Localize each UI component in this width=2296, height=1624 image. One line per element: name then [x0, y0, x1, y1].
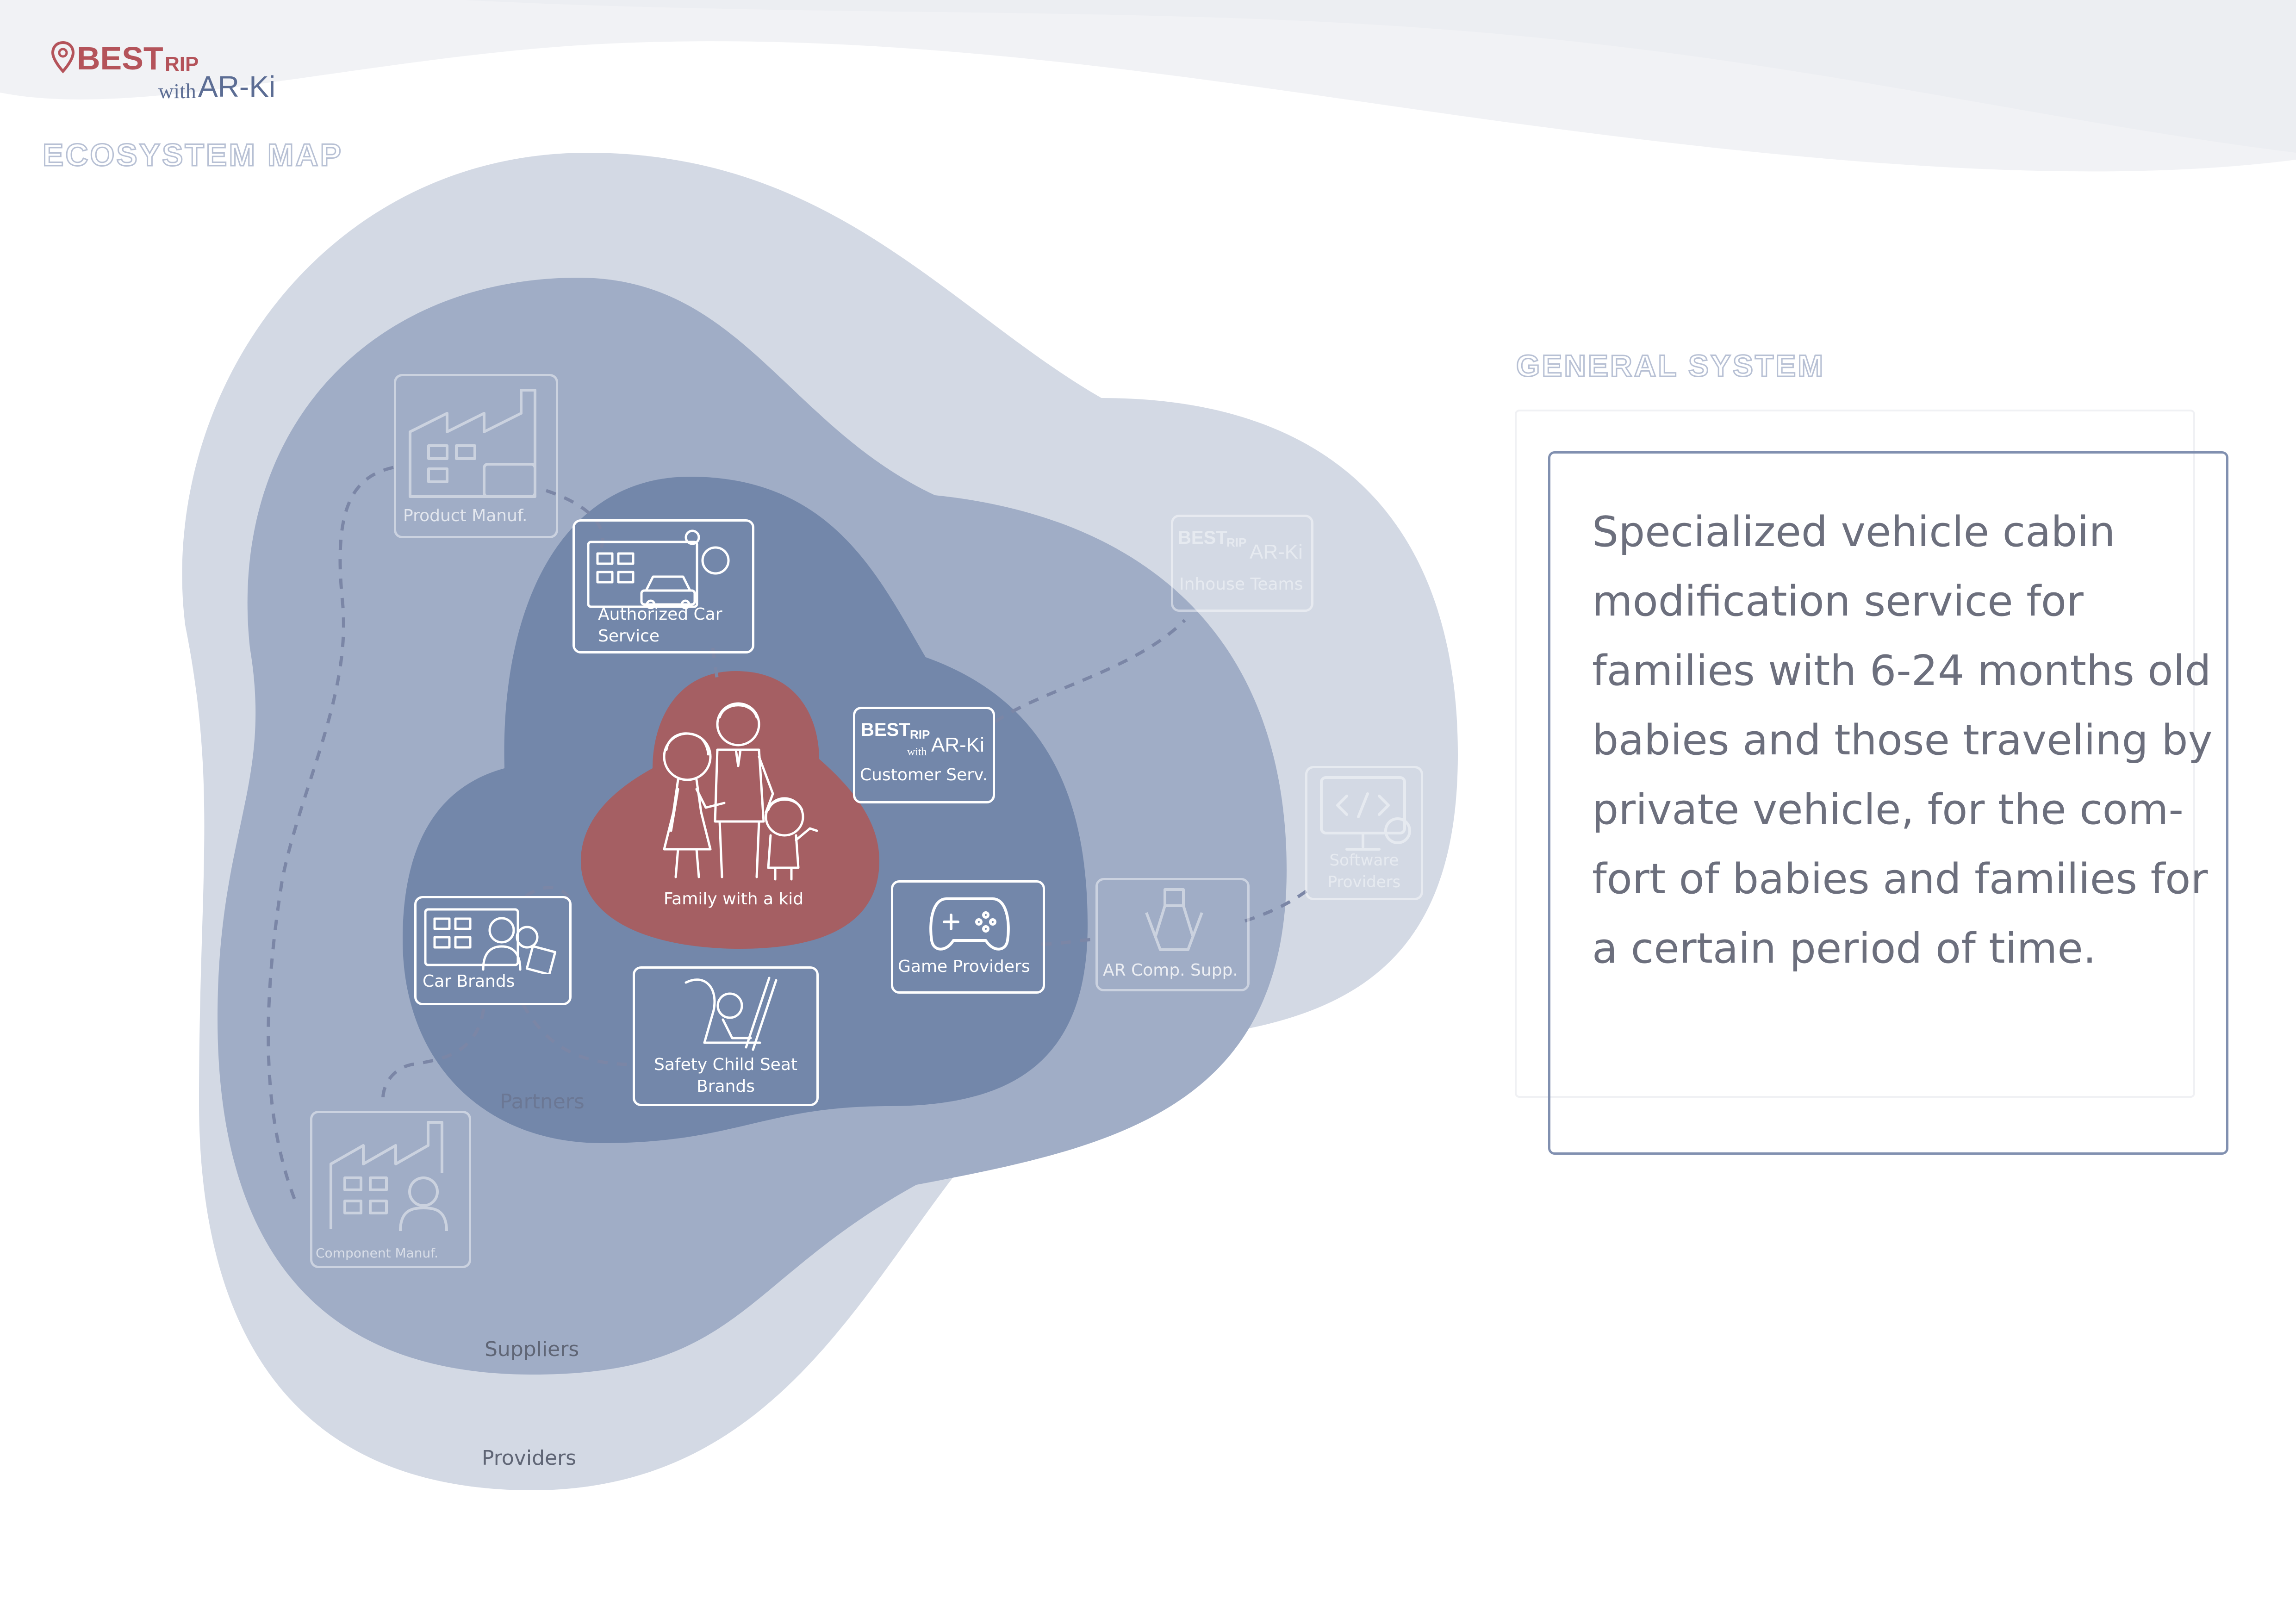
description-line-1: Specialized vehicle cabin: [1592, 508, 2116, 556]
customer-service-logo-best: BEST: [861, 720, 910, 740]
description-line-6: fort of babies and families for: [1592, 855, 2208, 903]
inhouse-teams-label: Inhouse Teams: [1179, 575, 1303, 594]
inhouse-logo-rip: RIP: [1226, 535, 1247, 549]
child-seat-icon: [684, 977, 778, 1051]
customer-service-logo-arki: AR-Ki: [931, 734, 984, 756]
logo-with-text: with: [158, 79, 196, 103]
description-line-2: modification service for: [1592, 577, 2084, 626]
game-controller-icon: [929, 897, 1010, 951]
logo-best-text: BEST: [77, 40, 163, 76]
description-line-3: families with 6-24 months old: [1592, 647, 2211, 695]
car-brands-node[interactable]: [414, 896, 572, 1005]
software-providers-label-2: Providers: [1327, 873, 1401, 891]
ar-comp-supp-label: AR Comp. Supp.: [1103, 961, 1238, 980]
safety-child-seat-label-1: Safety Child Seat: [653, 1055, 798, 1074]
header-wave-decoration: [0, 0, 2296, 172]
inhouse-logo-best: BEST: [1178, 528, 1227, 548]
factory-icon: [409, 389, 536, 498]
logo-rip-text: RIP: [165, 53, 199, 75]
safety-child-seat-label-2: Brands: [697, 1077, 755, 1096]
general-system-back-frame: [1515, 410, 2195, 1098]
game-providers-node[interactable]: [891, 880, 1045, 994]
product-manuf-node[interactable]: [394, 374, 558, 538]
description-line-7: a certain period of time.: [1592, 924, 2097, 973]
partners-ring-label: Partners: [500, 1090, 585, 1114]
general-system-card: [1548, 451, 2228, 1155]
description-line-4: babies and those traveling by: [1592, 716, 2213, 765]
logo-arki-text: AR-Ki: [198, 70, 276, 103]
general-system-description: Specialized vehicle cabin modification s…: [1592, 498, 2221, 983]
component-manuf-label: Component Manuf.: [316, 1245, 438, 1261]
family-icon: [663, 702, 818, 881]
brand-logo[interactable]: BEST RIP with AR-Ki: [51, 37, 282, 103]
page-title: ECOSYSTEM MAP: [42, 137, 343, 174]
customer-service-node[interactable]: [853, 707, 995, 803]
game-providers-label: Game Providers: [898, 957, 1030, 976]
car-brands-label: Car Brands: [423, 972, 515, 991]
center-node-label: Family with a kid: [663, 890, 804, 908]
inhouse-logo-arki: AR-Ki: [1250, 541, 1303, 563]
product-manuf-label: Product Manuf.: [403, 506, 528, 525]
car-brands-icon: [424, 908, 557, 974]
customer-service-logo-rip: RIP: [910, 728, 930, 741]
center-family-shape: [581, 671, 879, 949]
customer-service-label: Customer Serv.: [860, 765, 988, 784]
inhouse-teams-node[interactable]: [1171, 515, 1313, 612]
software-providers-node[interactable]: [1305, 766, 1423, 900]
ar-cube-icon: [1145, 888, 1203, 951]
safety-child-seat-node[interactable]: [633, 966, 819, 1106]
location-pin-icon: [51, 41, 75, 74]
suppliers-ring-label: Suppliers: [485, 1338, 579, 1361]
authorized-car-service-label-1: Authorized Car: [598, 605, 722, 624]
general-system-title: GENERAL SYSTEM: [1515, 348, 1825, 384]
software-providers-label-1: Software: [1329, 851, 1399, 870]
authorized-car-service-node[interactable]: [572, 519, 754, 653]
car-service-icon: [587, 529, 730, 609]
ar-comp-supp-node[interactable]: [1095, 878, 1250, 991]
providers-ring-label: Providers: [482, 1446, 577, 1470]
code-monitor-icon: [1320, 776, 1411, 851]
component-manuf-node[interactable]: [310, 1111, 471, 1268]
factory-worker-icon: [330, 1121, 448, 1232]
customer-service-logo-with: with: [907, 746, 927, 758]
description-line-5: private vehicle, for the com-: [1592, 785, 2184, 834]
authorized-car-service-label-2: Service: [598, 627, 660, 646]
